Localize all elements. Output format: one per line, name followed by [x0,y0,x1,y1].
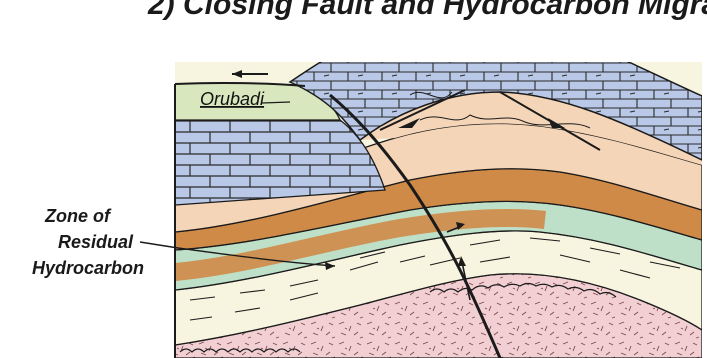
zone-label-line2: Residual [58,232,134,252]
zone-label-line1: Zone of [44,206,112,226]
orubadi-label: Orubadi [200,89,265,109]
zone-label: Zone of Residual Hydrocarbon [32,206,144,278]
diagram-title: 2) Closing Fault and Hydrocarbon Migrati… [147,0,707,21]
zone-label-line3: Hydrocarbon [32,258,144,278]
cross-section [175,13,702,358]
